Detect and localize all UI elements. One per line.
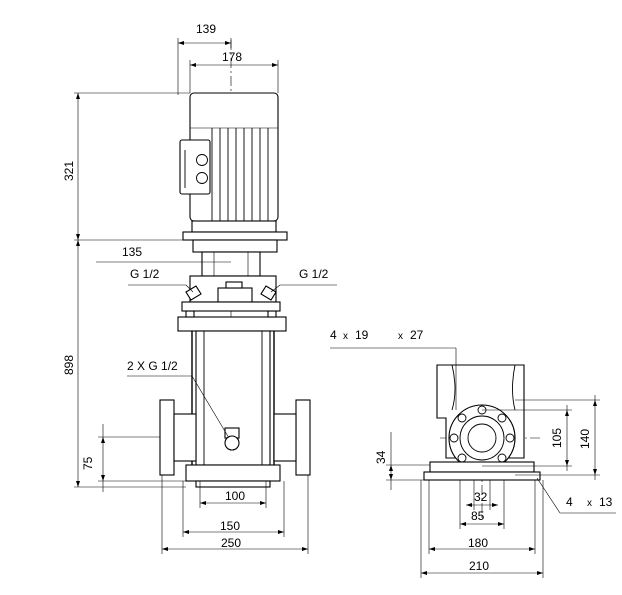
dim-75: 75 — [81, 456, 95, 470]
dimension-arrowhead — [492, 503, 498, 507]
dimension-arrowhead — [260, 501, 266, 505]
front-view — [159, 40, 311, 488]
dim-210: 210 — [469, 559, 489, 573]
pump-head — [177, 301, 287, 332]
dimension-arrowhead — [593, 400, 597, 406]
dim-178: 178 — [222, 50, 242, 64]
dim-139: 139 — [196, 22, 216, 36]
flange-view — [423, 364, 541, 520]
flanges — [159, 399, 311, 476]
dimension-arrowhead — [389, 474, 393, 480]
dim-85: 85 — [471, 509, 485, 523]
dimension-arrowhead — [460, 522, 466, 526]
dim-135: 135 — [122, 245, 142, 259]
dimension-arrowhead — [76, 93, 80, 99]
dimension-arrowhead — [178, 41, 184, 45]
vent-plug-right — [260, 285, 277, 301]
dimension-arrowhead — [537, 571, 543, 575]
dim-321: 321 — [62, 161, 76, 181]
dim-times-3: x — [587, 498, 592, 509]
dimension-arrowhead — [421, 571, 427, 575]
vent-plug-left — [185, 285, 202, 301]
dimension-arrows — [76, 41, 597, 575]
dimension-arrowhead — [200, 501, 206, 505]
dimension-arrowhead — [162, 547, 168, 551]
dim-32: 32 — [474, 490, 488, 504]
dimension-arrowhead — [498, 522, 504, 526]
drain-plug — [224, 427, 240, 451]
dim-times-2: x — [398, 331, 403, 342]
dim-holes-count: 4 — [330, 328, 337, 342]
coupling-housing — [185, 239, 278, 303]
dimension-arrowhead — [389, 465, 393, 471]
dim-100: 100 — [225, 489, 245, 503]
dimension-arrowhead — [272, 63, 278, 67]
dim-150: 150 — [220, 519, 240, 533]
dim-898: 898 — [62, 355, 76, 375]
dimension-arrowhead — [529, 547, 535, 551]
dimension-arrowhead — [302, 547, 308, 551]
dim-g12-right: G 1/2 — [299, 267, 329, 281]
dim-180: 180 — [468, 536, 488, 550]
dimension-labels: 139 178 321 135 G 1/2 G 1/2 898 2 X G 1/… — [62, 22, 613, 573]
dim-bolt-diameter: 27 — [410, 328, 424, 342]
motor — [179, 92, 288, 241]
dimension-arrowhead — [183, 530, 189, 534]
dimension-arrowhead — [593, 469, 597, 475]
dimension-arrowhead — [565, 410, 569, 416]
dimension-arrowhead — [429, 547, 435, 551]
dimension-arrowhead — [76, 234, 80, 240]
dim-2xg12: 2 X G 1/2 — [127, 359, 178, 373]
dim-140: 140 — [578, 429, 592, 449]
base-plate — [429, 461, 535, 473]
dimension-arrowhead — [466, 503, 472, 507]
dim-times-1: x — [343, 331, 348, 342]
dimension-arrowhead — [76, 481, 80, 487]
dimension-arrowhead — [76, 240, 80, 246]
dim-250: 250 — [221, 536, 241, 550]
dim-g12-left: G 1/2 — [130, 267, 160, 281]
dim-34: 34 — [374, 450, 388, 464]
dimension-arrowhead — [101, 475, 105, 481]
dimension-arrowhead — [101, 437, 105, 443]
dim-foot-count: 4 — [566, 495, 573, 509]
dimension-arrowhead — [190, 63, 196, 67]
dimension-arrowhead — [225, 41, 231, 45]
dim-foot-diameter: 13 — [599, 495, 613, 509]
terminal-box — [179, 139, 211, 195]
pump-base — [185, 464, 281, 488]
dimension-arrowhead — [565, 460, 569, 466]
dimension-arrowhead — [278, 530, 284, 534]
dim-105: 105 — [550, 428, 564, 448]
dim-holes-diameter: 19 — [355, 328, 369, 342]
